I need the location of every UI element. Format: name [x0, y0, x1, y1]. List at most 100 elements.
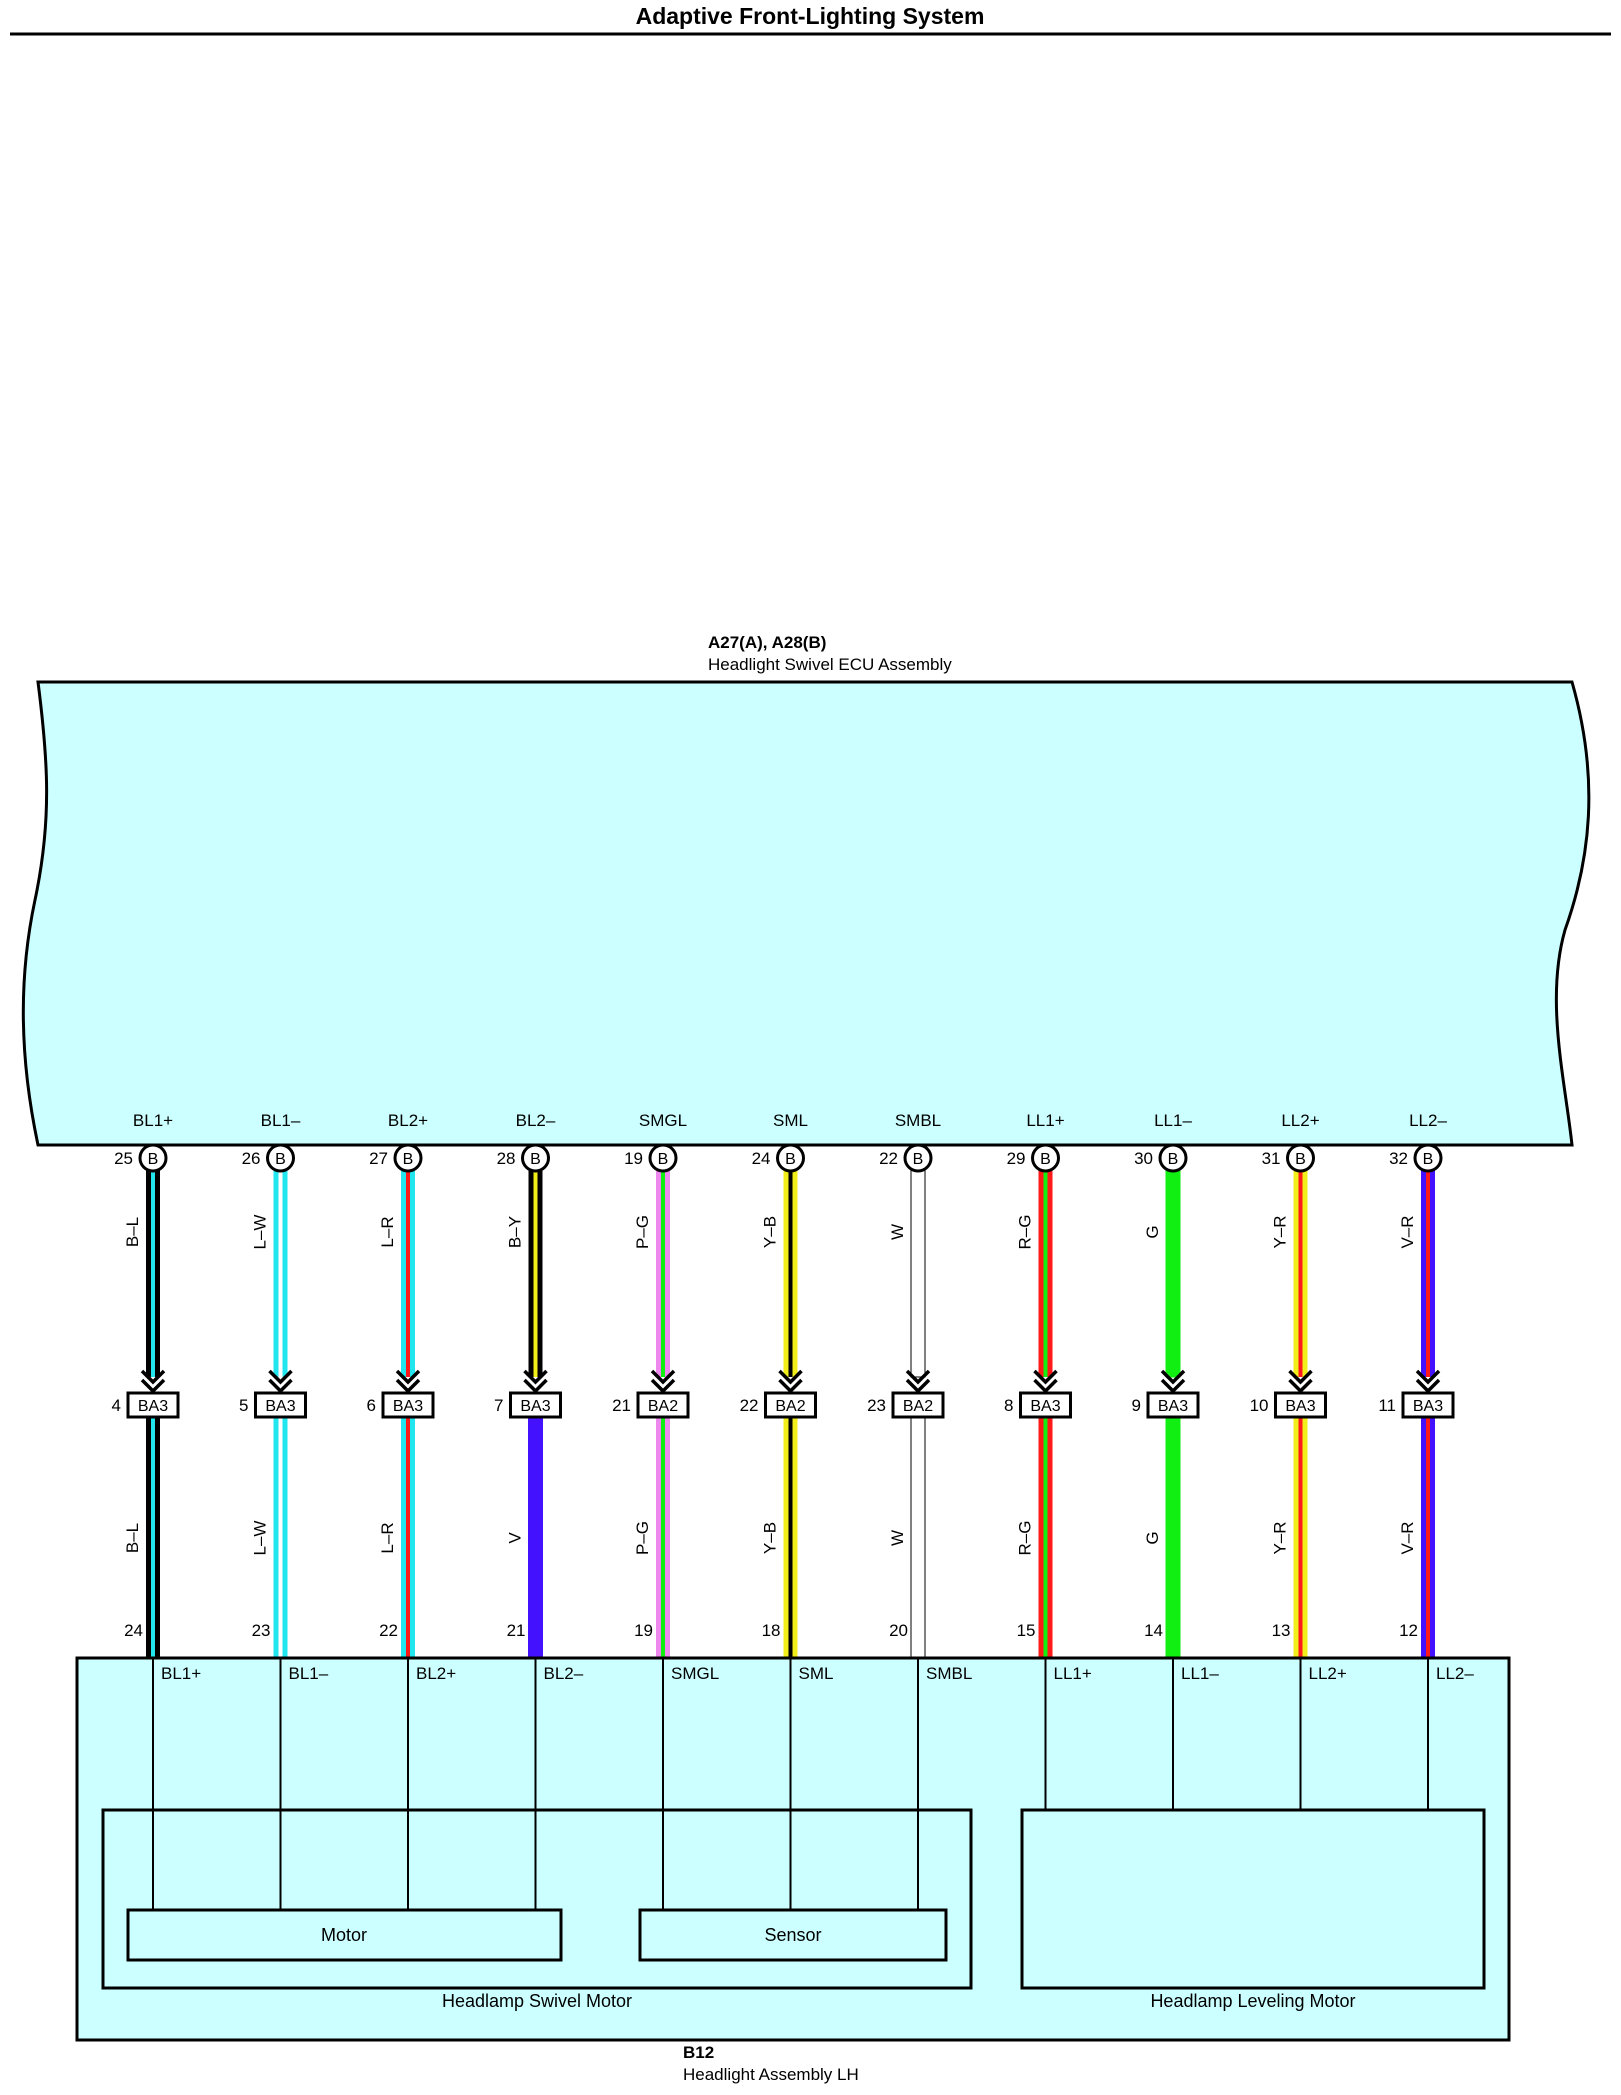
- wire-lower: [1038, 1417, 1053, 1658]
- wire-upper: [401, 1170, 415, 1377]
- ecu-connector-circle: [1158, 1143, 1188, 1173]
- ecu-connector-letter: B: [658, 1151, 669, 1168]
- wire-color-code: Y–B: [761, 1522, 780, 1554]
- connector-arrow-icon: [1160, 1369, 1186, 1394]
- ecu-name: Headlight Swivel ECU Assembly: [708, 655, 952, 674]
- ecu-signal-label: LL2–: [1409, 1111, 1447, 1130]
- connector-arrow-icon: [1288, 1369, 1313, 1394]
- junction-connector-box: [764, 1391, 817, 1419]
- ecu-connector-circle: [1286, 1143, 1315, 1173]
- ecu-signal-label: BL2+: [388, 1111, 428, 1130]
- ecu-pin-number: 19: [624, 1149, 643, 1168]
- ecu-connector-letter: B: [148, 1151, 159, 1168]
- ecu-connector-circle: [138, 1143, 168, 1173]
- ecu-signal-label: LL2+: [1281, 1111, 1319, 1130]
- ecu-connector-letter: B: [913, 1151, 924, 1168]
- ecu-pin-number: 25: [114, 1149, 133, 1168]
- ecu-signal-label: LL1+: [1026, 1111, 1064, 1130]
- junction-pin-number: 21: [612, 1396, 631, 1415]
- wire-color-code: Y–B: [761, 1216, 780, 1248]
- headlight-connector-code: B12: [683, 2043, 714, 2062]
- ecu-pin-number: 22: [879, 1149, 898, 1168]
- ecu-body: [21, 680, 1591, 1147]
- wire-upper: [1038, 1170, 1053, 1377]
- junction-connector-label: BA3: [393, 1398, 423, 1415]
- wire-lower: [783, 1417, 798, 1658]
- junction-pin-number: 5: [239, 1396, 248, 1415]
- wire-color-code: W: [888, 1224, 907, 1240]
- junction-pin-number: 7: [494, 1396, 503, 1415]
- junction-connector-label: BA3: [520, 1398, 550, 1415]
- connector-arrow-icon: [650, 1369, 676, 1394]
- connector-arrow-icon: [523, 1369, 548, 1394]
- wire-lower: [910, 1416, 926, 1659]
- junction-connector-label: BA3: [265, 1398, 295, 1415]
- headlight-assembly-box: [75, 1656, 1511, 2042]
- ecu-pin-number: 29: [1007, 1149, 1026, 1168]
- lamp-pin-number: 18: [762, 1621, 781, 1640]
- ecu-connector-letter: B: [530, 1151, 541, 1168]
- lamp-pin-number: 20: [889, 1621, 908, 1640]
- ecu-pin-number: 31: [1262, 1149, 1281, 1168]
- ecu-signal-label: BL2–: [516, 1111, 556, 1130]
- ecu-signal-label: BL1+: [133, 1111, 173, 1130]
- lamp-signal-label: SML: [799, 1664, 834, 1683]
- connector-arrow-icon: [1415, 1369, 1441, 1394]
- ecu-connector-letter: B: [1040, 1151, 1051, 1168]
- wire-lower: [656, 1417, 670, 1658]
- junction-pin-number: 8: [1004, 1396, 1013, 1415]
- wire-lower: [1165, 1416, 1181, 1659]
- junction-pin-number: 9: [1132, 1396, 1141, 1415]
- junction-connector-label: BA2: [775, 1398, 805, 1415]
- lamp-pin-number: 21: [507, 1621, 526, 1640]
- wire-upper: [528, 1170, 543, 1377]
- junction-pin-number: 10: [1250, 1396, 1269, 1415]
- ecu-pin-number: 24: [752, 1149, 771, 1168]
- lamp-signal-label: BL2–: [544, 1664, 584, 1683]
- wire-color-code: B–L: [123, 1217, 142, 1247]
- junction-connector-label: BA2: [648, 1398, 678, 1415]
- wire-color-code: P–G: [633, 1521, 652, 1555]
- wire-color-code: G: [1143, 1531, 1162, 1544]
- ecu-connector-letter: B: [785, 1151, 796, 1168]
- junction-connector-label: BA3: [1030, 1398, 1060, 1415]
- headlight-name: Headlight Assembly LH: [683, 2065, 859, 2084]
- lamp-signal-label: BL2+: [416, 1664, 456, 1683]
- ecu-signal-label: SMGL: [639, 1111, 687, 1130]
- lamp-pin-number: 19: [634, 1621, 653, 1640]
- junction-connector-label: BA3: [1413, 1398, 1443, 1415]
- lamp-signal-label: BL1+: [161, 1664, 201, 1683]
- connector-arrow-icon: [140, 1369, 166, 1394]
- wire-color-code: B–L: [123, 1523, 142, 1553]
- headlamp-leveling-motor-label: Headlamp Leveling Motor: [1150, 1991, 1355, 2011]
- wire-color-code: R–G: [1016, 1215, 1035, 1250]
- wire-upper: [1293, 1170, 1308, 1377]
- wire-lower: [1421, 1417, 1435, 1658]
- junction-connector-label: BA3: [1285, 1398, 1315, 1415]
- wire-upper: [146, 1170, 160, 1377]
- wire-lower: [1293, 1417, 1308, 1658]
- ecu-connector-circle: [393, 1143, 423, 1173]
- wire-color-code: V–R: [1398, 1215, 1417, 1248]
- junction-connector-box: [254, 1391, 307, 1419]
- junction-connector-box: [1401, 1391, 1455, 1419]
- wire-color-code: L–W: [251, 1521, 270, 1556]
- wire-color-code: V–R: [1398, 1521, 1417, 1554]
- junction-connector-box: [509, 1391, 562, 1419]
- ecu-connector-letter: B: [275, 1151, 286, 1168]
- wire-upper: [1165, 1169, 1181, 1378]
- wire-lower: [273, 1417, 288, 1658]
- lamp-signal-label: LL2–: [1436, 1664, 1474, 1683]
- lamp-signal-label: LL2+: [1309, 1664, 1347, 1683]
- lamp-pin-number: 24: [124, 1621, 143, 1640]
- wire-lower: [528, 1416, 543, 1659]
- ecu-pin-number: 32: [1389, 1149, 1408, 1168]
- ecu-connector-circle: [903, 1143, 933, 1173]
- wire-color-code: R–G: [1016, 1521, 1035, 1556]
- ecu-signal-label: LL1–: [1154, 1111, 1192, 1130]
- headlamp-leveling-motor-box: [1020, 1808, 1486, 1990]
- wire-color-code: L–R: [378, 1522, 397, 1553]
- lamp-signal-label: SMBL: [926, 1664, 972, 1683]
- lamp-pin-number: 13: [1272, 1621, 1291, 1640]
